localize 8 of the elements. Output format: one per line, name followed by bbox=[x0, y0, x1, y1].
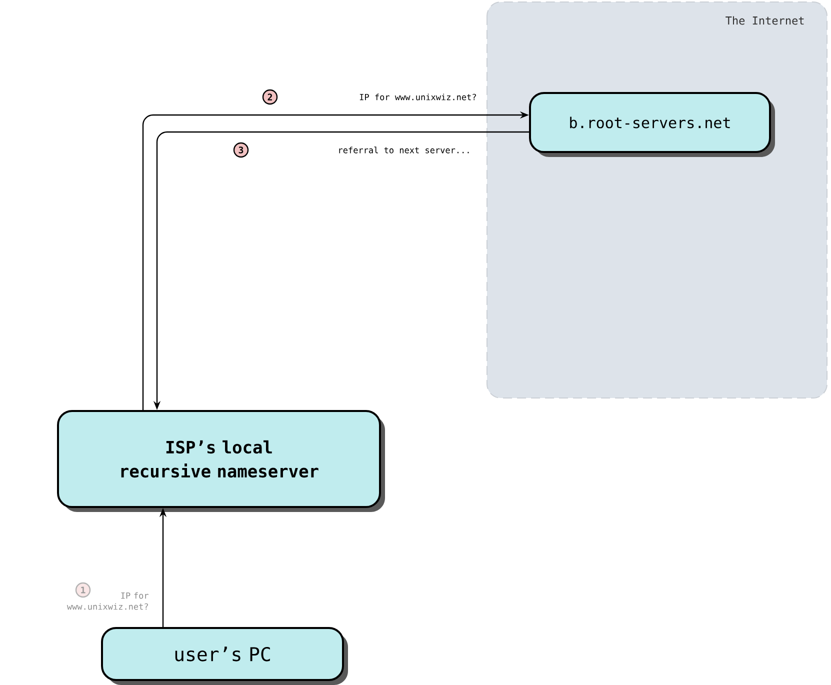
server-box: ISP’s local recursive nameserver bbox=[57, 410, 385, 512]
callout-number: 1 bbox=[75, 582, 91, 598]
edge-label: referral to next server... bbox=[339, 146, 469, 154]
server-box: user’s PC bbox=[101, 627, 348, 685]
server-box: b.root-servers.net bbox=[529, 92, 775, 157]
edge-label: IP for www.unixwiz.net? bbox=[360, 94, 476, 100]
callout-number: 2 bbox=[262, 89, 278, 105]
callout-number: 3 bbox=[233, 142, 249, 158]
